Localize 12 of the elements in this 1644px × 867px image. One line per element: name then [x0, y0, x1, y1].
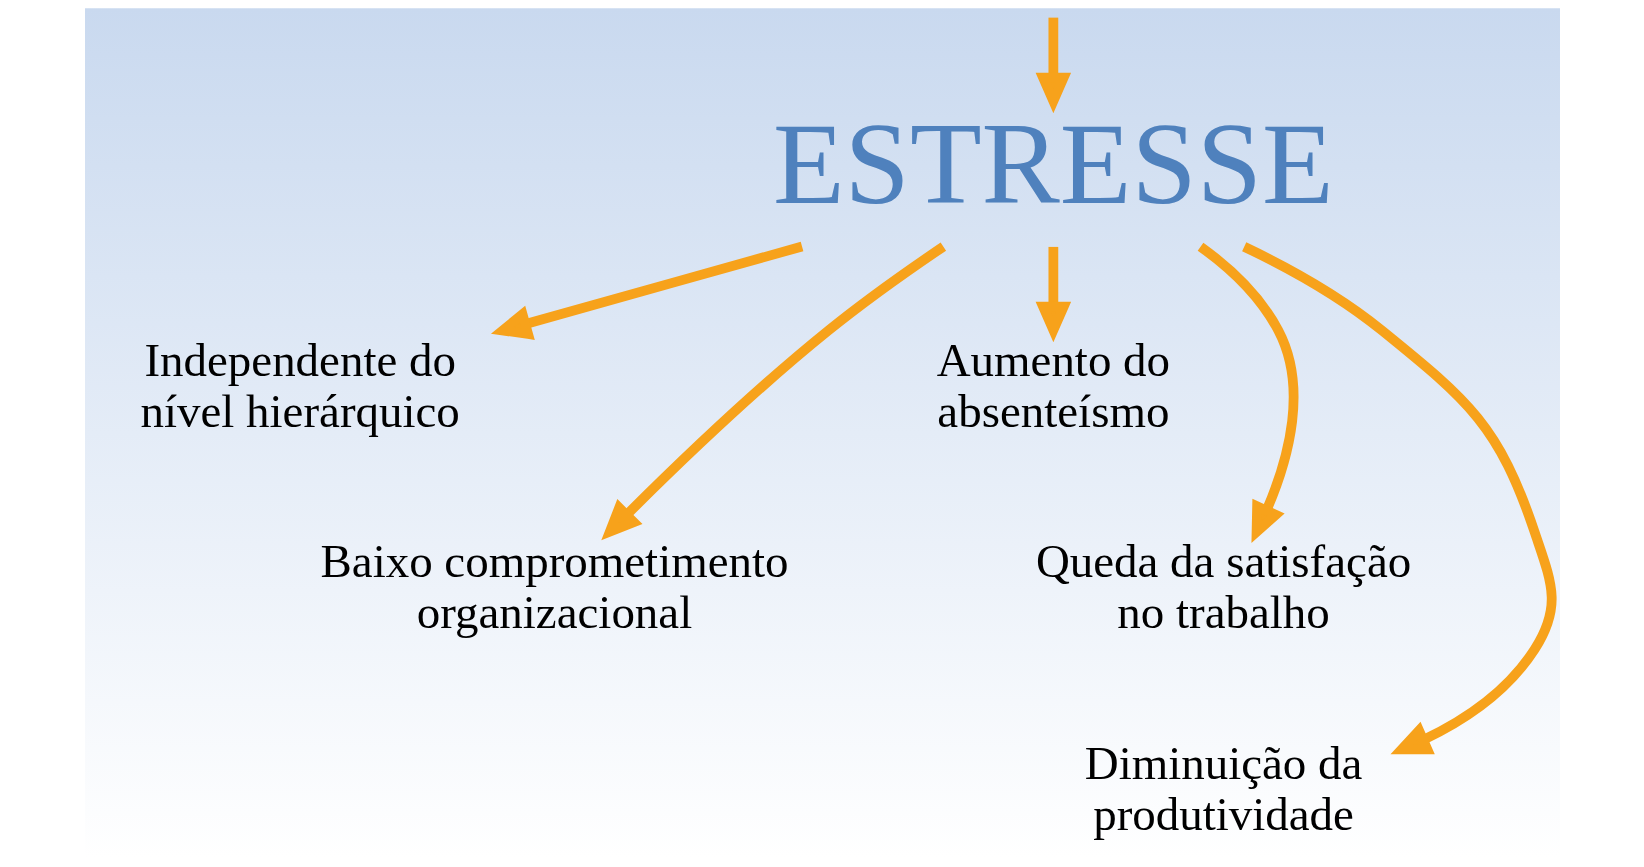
arrow	[490, 241, 803, 340]
arrow	[1241, 242, 1556, 755]
arrow	[600, 242, 946, 541]
node-text: ESTRESSE	[772, 98, 1334, 229]
node-text: Independente do nível hierárquico	[140, 333, 460, 437]
arrow	[1197, 242, 1298, 543]
node-text: Diminuição da produtividade	[1084, 736, 1362, 840]
arrow	[1035, 246, 1071, 343]
node-text: Baixo comprometimento organizacional	[320, 535, 788, 639]
arrow	[1035, 17, 1071, 114]
node-text: Queda da satisfação no trabalho	[1035, 535, 1411, 639]
node-text: Aumento do absenteísmo	[936, 333, 1170, 437]
